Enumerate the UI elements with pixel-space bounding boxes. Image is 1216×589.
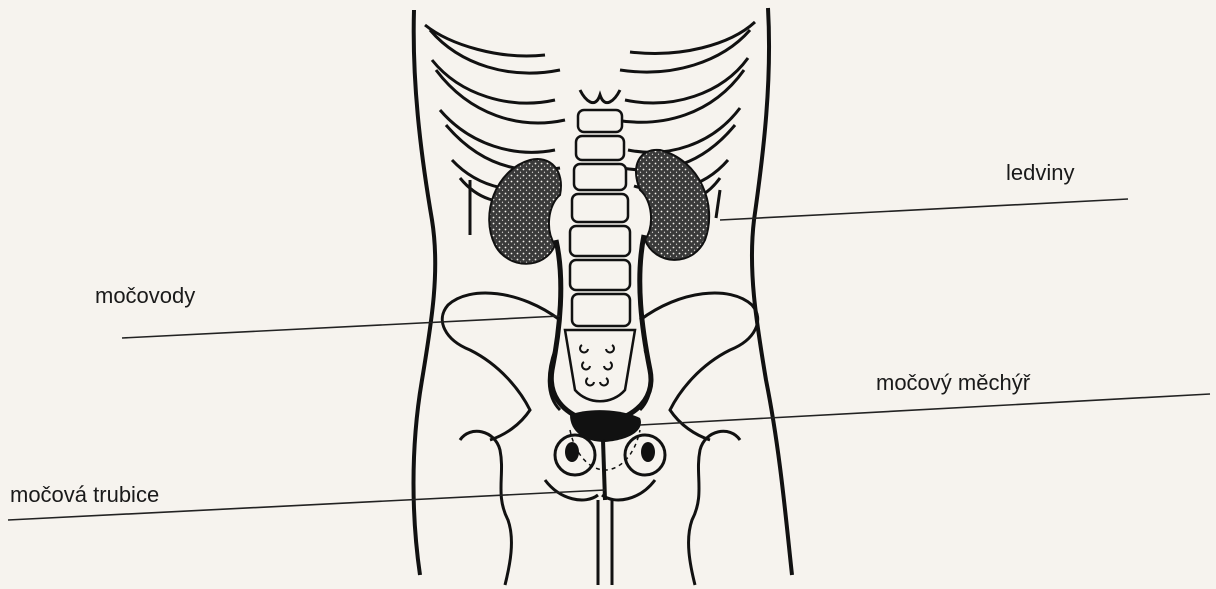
leader-line-ureters (122, 316, 560, 338)
torso-right-outline (752, 8, 792, 575)
label-bladder: močový měchýř (876, 370, 1030, 396)
torso-left-outline (414, 10, 436, 575)
leader-line-kidneys (720, 199, 1128, 220)
label-kidneys: ledviny (1006, 160, 1074, 186)
label-urethra: močová trubice (10, 482, 159, 508)
leader-line-bladder (640, 394, 1210, 425)
kidney-left (489, 159, 561, 264)
kidney-right (636, 150, 709, 260)
label-ureters: močovody (95, 283, 195, 309)
spine (565, 110, 635, 401)
